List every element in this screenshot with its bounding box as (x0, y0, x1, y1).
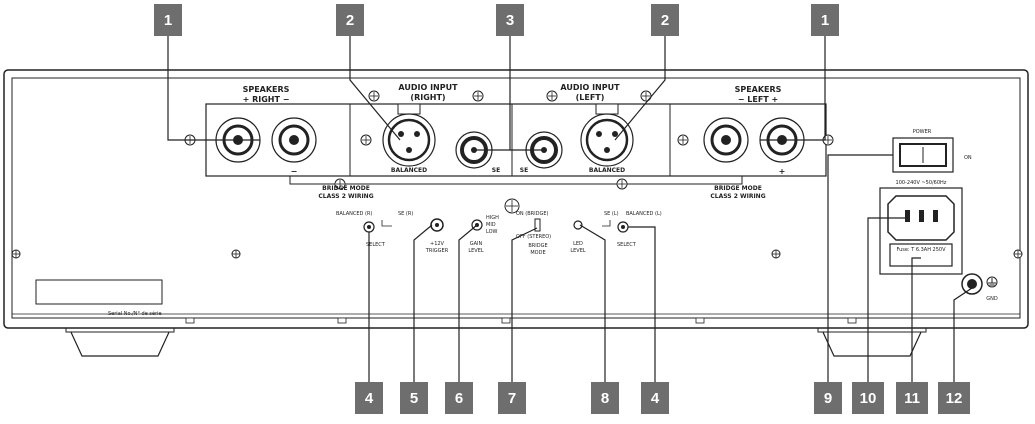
trigger-label-2: TRIGGER (425, 248, 449, 254)
speaker-terminal-right-minus[interactable] (271, 117, 317, 163)
serial-plate (35, 279, 163, 305)
rca-input-right[interactable] (455, 131, 493, 169)
callout-marker: 2 (651, 4, 679, 36)
bridge-mode-switch[interactable] (534, 218, 541, 232)
ground-terminal[interactable] (961, 273, 983, 295)
on-label: ON (964, 155, 972, 161)
balanced-l-label: BALANCED (L) (626, 211, 662, 217)
callout-marker: 1 (811, 4, 839, 36)
svg-text:4: 4 (651, 390, 660, 407)
audio-input-left-title: AUDIO INPUT (560, 83, 620, 92)
select-right-label: SELECT (366, 242, 386, 248)
bridge-mode-left-l1: BRIDGE MODE (322, 185, 370, 192)
led-level-switch[interactable] (573, 220, 583, 230)
se-l-label: SE (L) (604, 211, 619, 217)
svg-text:1: 1 (164, 12, 172, 29)
select-switch-right[interactable] (363, 221, 375, 233)
bridge-on-label: ON (BRIDGE) (516, 211, 548, 217)
bridge-mode-left-l2: CLASS 2 WIRING (318, 193, 373, 200)
trigger-jack[interactable] (430, 218, 444, 232)
trigger-label-1: +12V (430, 241, 445, 247)
foot-right (817, 325, 927, 357)
speaker-terminal-left-minus[interactable] (703, 117, 749, 163)
audio-input-right-title: AUDIO INPUT (398, 83, 458, 92)
balanced-right-label: BALANCED (391, 167, 427, 174)
callout-marker: 4 (641, 382, 669, 414)
svg-text:5: 5 (410, 390, 418, 407)
svg-text:9: 9 (824, 390, 832, 407)
bridge-off-label: OFF (STEREO) (516, 234, 551, 240)
callout-marker: 6 (445, 382, 473, 414)
speakers-right-title: SPEAKERS (243, 85, 290, 94)
select-left-label: SELECT (617, 242, 637, 248)
serial-label: Serial No./N° de série (108, 310, 162, 317)
svg-text:4: 4 (365, 390, 374, 407)
led-label-1: LED (573, 241, 583, 247)
audio-input-left-sub: (LEFT) (576, 93, 605, 102)
gain-mid-label: MID (486, 222, 496, 228)
ground-symbol-icon (986, 276, 998, 288)
balanced-left-label: BALANCED (589, 167, 625, 174)
svg-text:3: 3 (506, 12, 514, 29)
svg-text:2: 2 (346, 12, 354, 29)
gain-high-label: HIGH (486, 215, 499, 221)
bridge-label-1: BRIDGE (528, 243, 547, 249)
svg-text:11: 11 (904, 390, 920, 407)
se-right-label: SE (492, 167, 500, 174)
se-left-label: SE (520, 167, 528, 174)
speakers-right-sub: + RIGHT − (243, 95, 290, 104)
callout-marker: 12 (938, 382, 970, 414)
bridge-mode-right-l2: CLASS 2 WIRING (710, 193, 765, 200)
power-label: POWER (913, 129, 932, 135)
led-label-2: LEVEL (570, 248, 586, 254)
fuse-holder[interactable] (889, 243, 953, 267)
balanced-r-label: BALANCED (R) (336, 211, 372, 217)
se-r-label: SE (R) (398, 211, 413, 217)
svg-text:2: 2 (661, 12, 669, 29)
svg-text:12: 12 (946, 390, 963, 407)
callout-marker: 9 (814, 382, 842, 414)
foot-left (65, 325, 175, 357)
callout-marker: 3 (496, 4, 524, 36)
gain-low-label: LOW (486, 229, 498, 235)
bridge-label-2: MODE (530, 250, 545, 256)
select-switch-left[interactable] (617, 221, 629, 233)
svg-text:8: 8 (601, 390, 609, 407)
svg-text:6: 6 (455, 390, 463, 407)
callout-marker: 10 (852, 382, 884, 414)
voltage-label: 100-240V ~50/60Hz (896, 180, 947, 186)
power-switch[interactable] (892, 137, 954, 173)
audio-input-right-sub: (RIGHT) (410, 93, 445, 102)
callout-marker: 1 (154, 4, 182, 36)
fuse-label: Fuse: T 6.3AH 250V (896, 247, 946, 253)
svg-text:10: 10 (860, 390, 877, 407)
svg-text:1: 1 (821, 12, 829, 29)
svg-text:7: 7 (508, 390, 516, 407)
ac-inlet-socket[interactable] (887, 195, 955, 241)
bridge-mode-right-l1: BRIDGE MODE (714, 185, 762, 192)
xlr-input-right[interactable] (382, 103, 436, 167)
callout-marker: 2 (336, 4, 364, 36)
callout-marker: 7 (498, 382, 526, 414)
chassis-inner (11, 77, 1021, 319)
gain-label-2: LEVEL (468, 248, 484, 254)
speaker-left-plus-mark: + (779, 167, 786, 176)
speakers-left-title: SPEAKERS (735, 85, 782, 94)
callout-marker: 5 (400, 382, 428, 414)
callout-marker: 8 (591, 382, 619, 414)
callout-marker: 4 (355, 382, 383, 414)
speaker-right-minus-mark: − (291, 167, 298, 176)
callout-marker: 11 (896, 382, 928, 414)
speakers-left-sub: − LEFT + (738, 95, 778, 104)
gain-label-1: GAIN (470, 241, 483, 247)
xlr-input-left[interactable] (580, 103, 634, 167)
gnd-label: GND (986, 296, 998, 302)
